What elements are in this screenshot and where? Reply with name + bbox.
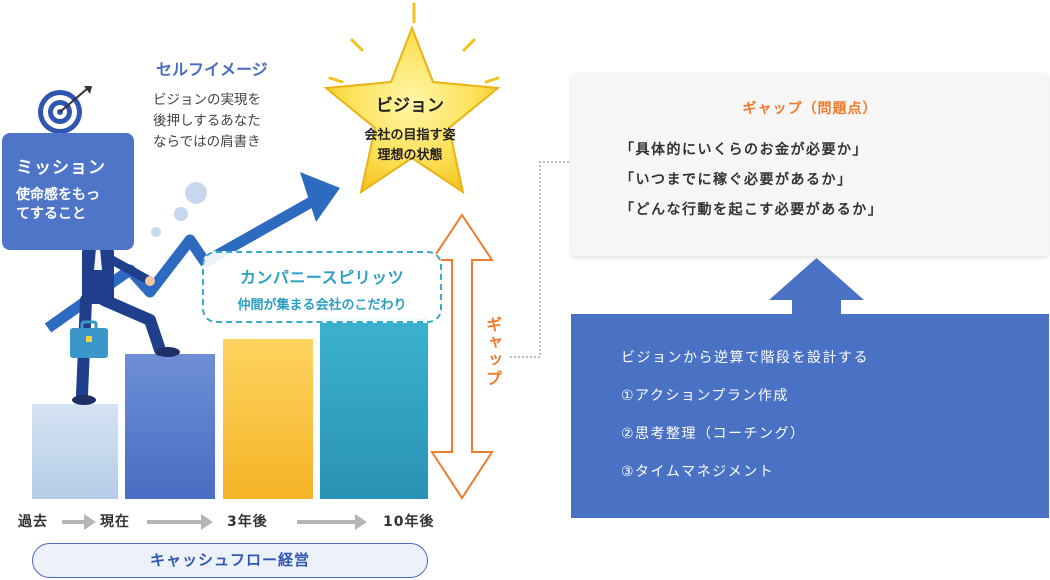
growth-arrow-head: [300, 172, 340, 222]
vision-star-icon: [323, 2, 501, 195]
target-icon: [38, 86, 92, 134]
arrow-up-icon: [769, 258, 864, 316]
timeline-arrows: [62, 514, 367, 530]
timeline-present: 現在: [100, 514, 130, 530]
vision-description: 会社の目指す姿 理想の状態: [364, 128, 456, 163]
gap-label: ギャップ: [483, 316, 502, 388]
gap-item: 「具体的にいくらのお金が必要か」: [620, 142, 868, 158]
timeline-3-years: 3年後: [227, 514, 268, 530]
timeline-10-years: 10年後: [383, 514, 435, 530]
gap-item: 「いつまでに稼ぐ必要があるか」: [620, 172, 853, 188]
company-spirits-box: カンパニースピリッツ 仲間が集まる会社のこだわり: [202, 251, 442, 323]
gap-box-items: 「具体的にいくらのお金が必要か」 「いつまでに稼ぐ必要があるか」 「どんな行動を…: [620, 139, 883, 229]
gap-connector: [510, 161, 570, 358]
plan-box: ビジョンから逆算で階段を設計する ①アクションプラン作成 ②思考整理（コーチング…: [571, 314, 1049, 518]
gap-item: 「どんな行動を起こす必要があるか」: [620, 202, 884, 218]
mission-title: ミッション: [16, 158, 106, 178]
cashflow-label: キャッシュフロー経営: [32, 543, 428, 578]
plan-heading: ビジョンから逆算で階段を設計する: [621, 350, 869, 366]
gap-box-title: ギャップ（問題点）: [742, 101, 878, 117]
growth-arrow: [44, 191, 325, 333]
plan-step: ③タイムマネジメント: [621, 464, 775, 480]
self-image-description: ビジョンの実現を 後押しするあなた ならではの肩書き: [153, 92, 261, 150]
plan-step: ①アクションプラン作成: [621, 388, 789, 404]
gap-double-arrow: [430, 213, 494, 500]
businessman-icon: [70, 219, 180, 405]
diagram-overlay: [44, 161, 570, 530]
timeline-past: 過去: [18, 514, 48, 530]
mission-description: 使命感をもっ てすること: [16, 187, 100, 222]
company-spirits-title: カンパニースピリッツ: [239, 268, 405, 287]
vision-title: ビジョン: [376, 96, 444, 116]
bar-10-years: [320, 318, 428, 499]
self-image-title: セルフイメージ: [156, 60, 268, 79]
gap-problem-box: ギャップ（問題点） 「具体的にいくらのお金が必要か」 「いつまでに稼ぐ必要がある…: [571, 73, 1049, 256]
mission-box: ミッション 使命感をもっ てすること: [2, 133, 134, 250]
bar-3-years: [223, 339, 313, 499]
bar-present: [125, 354, 215, 499]
plan-step: ②思考整理（コーチング）: [621, 426, 806, 442]
bar-past: [32, 404, 118, 499]
company-spirits-description: 仲間が集まる会社のこだわり: [237, 298, 407, 313]
